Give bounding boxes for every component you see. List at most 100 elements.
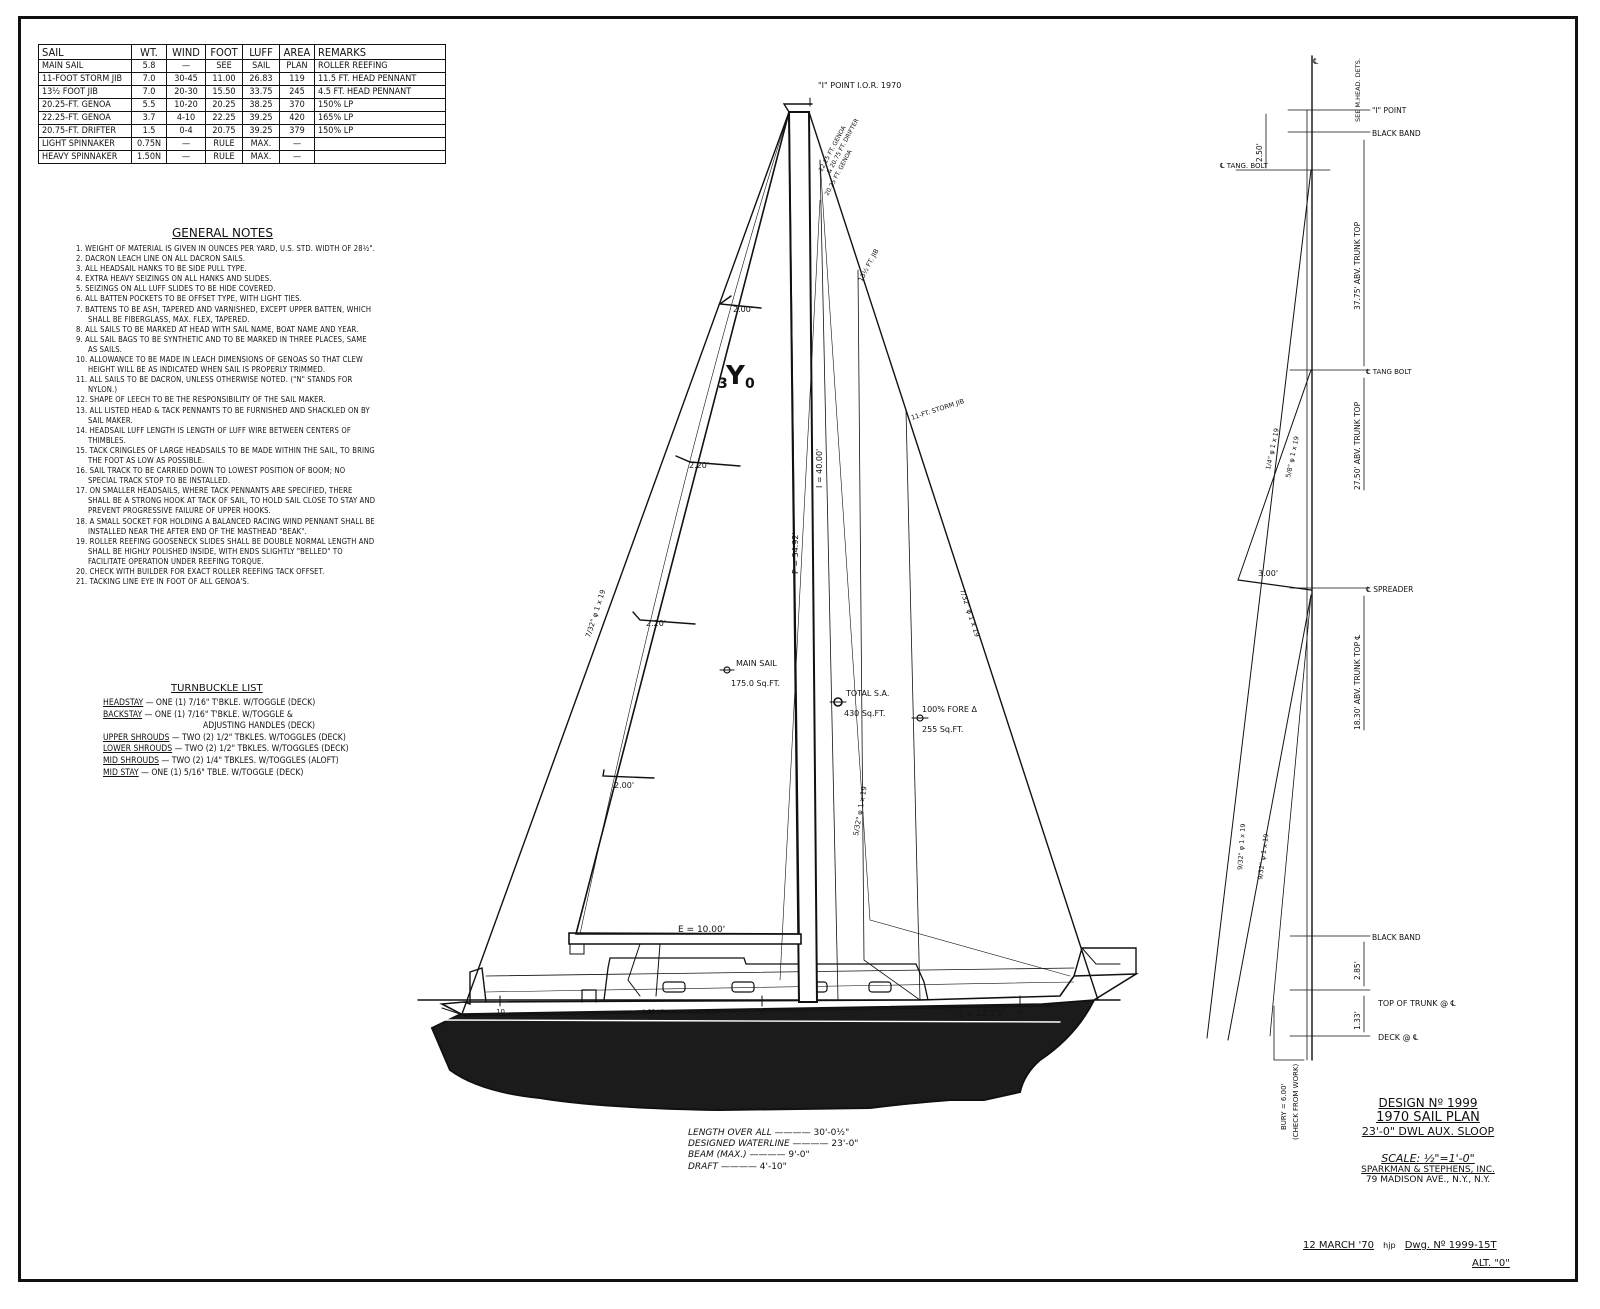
boom-end xyxy=(569,943,585,955)
detail-bury: BURY = 6.00' xyxy=(1280,1083,1288,1130)
drawing-date-line: 12 MARCH '70 hjp Dwg. Nº 1999-15T xyxy=(1303,1240,1497,1251)
portlight-2 xyxy=(731,981,755,993)
designer-address: 79 MADISON AVE., N.Y., N.Y. xyxy=(1365,1175,1491,1185)
detail-tang-bolt-top: ℄ TANG. BOLT xyxy=(1220,162,1268,170)
general-note-item: 18. A SMALL SOCKET FOR HOLDING A BALANCE… xyxy=(76,516,375,536)
general-note-item: 11. ALL SAILS TO BE DACRON, UNLESS OTHER… xyxy=(76,375,353,395)
spec-row: DESIGNED WATERLINE ———— 23'-0" xyxy=(688,1139,858,1150)
general-notes-list: 1. WEIGHT OF MATERIAL IS GIVEN IN OUNCES… xyxy=(76,244,376,587)
bury-bracket xyxy=(1273,1005,1305,1061)
lifeline xyxy=(485,967,1075,977)
turnbuckle-list: HEADSTAY — ONE (1) 7/16" T'BKLE. W/TOGGL… xyxy=(103,698,349,779)
general-note-item: 19. ROLLER REEFING GOOSENECK SLIDES SHAL… xyxy=(76,536,375,566)
spec-label: LENGTH OVER ALL xyxy=(688,1128,772,1138)
sail-table: SAIL WT. WIND FOOT LUFF AREA REMARKS MAI… xyxy=(38,44,446,164)
general-note-item: 16. SAIL TRACK TO BE CARRIED DOWN TO LOW… xyxy=(76,466,346,486)
general-note-item: 5. SEIZINGS ON ALL LUFF SLIDES TO BE HID… xyxy=(76,284,276,294)
storm-jib-label: 11-FT. STORM JIB xyxy=(910,397,965,422)
designer-firm: SPARKMAN & STEPHENS, INC. xyxy=(1361,1165,1495,1175)
turnbuckle-item: UPPER SHROUDS — TWO (2) 1/2" TBKLES. W/T… xyxy=(103,733,349,745)
general-note-item: 9. ALL SAIL BAGS TO BE SYNTHETIC AND TO … xyxy=(76,334,367,354)
spec-label: BEAM (MAX.) xyxy=(688,1150,747,1161)
station-5-label: 5 xyxy=(760,1008,764,1016)
batten-2-label: 2.20' xyxy=(689,461,709,470)
turnbuckle-key: BACKSTAY xyxy=(103,709,143,720)
total-sa-label: TOTAL S.A. xyxy=(845,689,889,698)
detail-spreader xyxy=(1237,579,1312,591)
batten-2 xyxy=(675,455,741,467)
drawing-scale: SCALE: ½"=1'-0" xyxy=(1381,1152,1475,1165)
pulpit-rail xyxy=(1081,947,1121,965)
batten-3 xyxy=(632,611,696,625)
sail-table-header: SAIL WT. WIND FOOT LUFF AREA REMARKS xyxy=(38,44,446,60)
turnbuckle-key: MID SHROUDS xyxy=(103,755,160,766)
j-measure-label: J = 12.75' xyxy=(959,1009,1004,1019)
design-number: DESIGN Nº 1999 xyxy=(1378,1096,1478,1110)
main-sheet xyxy=(627,943,641,997)
turnbuckle-key: MID STAY xyxy=(103,767,139,778)
main-leech-curve xyxy=(579,111,790,935)
principal-dimensions: LENGTH OVER ALL ———— 30'-0½"DESIGNED WAT… xyxy=(688,1128,858,1173)
fore-area: 255 Sq.FT. xyxy=(922,725,963,734)
general-notes-title: GENERAL NOTES xyxy=(172,226,273,240)
turnbuckle-desc: ADJUSTING HANDLES (DECK) xyxy=(203,721,316,732)
general-note-item: 2. DACRON LEACH LINE ON ALL DACRON SAILS… xyxy=(76,254,246,264)
station-2-label: 1.50 % LP xyxy=(690,1009,720,1016)
bow-pulpit xyxy=(1073,947,1137,977)
detail-lower-shroud-label: 5/8" φ 1 x 19 xyxy=(1284,435,1301,478)
spec-row: BEAM (MAX.) ———— 9'-0" xyxy=(688,1150,858,1161)
title-block: DESIGN Nº 1999 1970 SAIL PLAN 23'-0" DWL… xyxy=(1300,1096,1556,1185)
headstay-wire-label: 7/32" φ 1 x 19 xyxy=(958,588,981,638)
hull-topsides xyxy=(439,973,1139,1015)
drafter-initials: hjp xyxy=(1383,1241,1396,1250)
detail-mid-shroud xyxy=(1237,369,1312,581)
turnbuckle-list-title: TURNBUCKLE LIST xyxy=(171,683,263,694)
batten-4-label: 2.00' xyxy=(614,781,634,790)
stern-pulpit xyxy=(463,967,487,1005)
drawing-title: 1970 SAIL PLAN xyxy=(1376,1110,1480,1125)
turnbuckle-item: ADJUSTING HANDLES (DECK) xyxy=(103,721,349,733)
hull-bottom xyxy=(430,998,1096,1112)
turnbuckle-key: UPPER SHROUDS xyxy=(103,732,170,743)
detail-cl-label: ℄ xyxy=(1313,57,1319,66)
turnbuckle-key: LOWER SHROUDS xyxy=(103,744,173,755)
drawing-number: Dwg. Nº 1999-15T xyxy=(1404,1240,1497,1251)
general-note-item: 10. ALLOWANCE TO BE MADE IN LEACH DIMENS… xyxy=(76,355,363,375)
spec-leader: ———— xyxy=(746,1150,789,1161)
turnbuckle-desc: — TWO (2) 1/2" TBKLES. W/TOGGLES (DECK) xyxy=(172,744,349,755)
spec-row: LENGTH OVER ALL ———— 30'-0½" xyxy=(688,1128,858,1139)
detail-top-note: SEE M.HEAD. DETS. xyxy=(1354,58,1362,122)
fore-label: 100% FORE Δ xyxy=(922,705,977,714)
detail-lower-shroud-2 xyxy=(1269,594,1312,1037)
total-sa-area: 430 Sq.FT. xyxy=(844,709,885,718)
detail-spreader-label: ℄ SPREADER xyxy=(1366,585,1413,594)
general-note-item: 4. EXTRA HEAVY SEIZINGS ON ALL HANKS AND… xyxy=(76,274,272,284)
class-insignia: Y xyxy=(725,361,746,391)
general-note-item: 13. ALL LISTED HEAD & TACK PENNANTS TO B… xyxy=(76,405,370,425)
general-note-item: 21. TACKING LINE EYE IN FOOT OF ALL GENO… xyxy=(76,577,250,587)
sheet-border xyxy=(18,16,1578,1282)
detail-dim-3775: 37.75' ABV. TRUNK TOP xyxy=(1353,221,1362,310)
batten-4 xyxy=(602,769,655,779)
jib-leech xyxy=(857,269,921,1001)
spec-leader: ———— xyxy=(771,1128,814,1138)
general-note-item: 7. BATTENS TO BE ASH, TAPERED AND VARNIS… xyxy=(76,304,372,324)
detail-dim-2750: 27.50' ABV. TRUNK TOP xyxy=(1353,401,1362,490)
turnbuckle-desc: — ONE (1) 5/16" TBLE. W/TOGGLE (DECK) xyxy=(138,767,304,778)
general-note-item: 6. ALL BATTEN POCKETS TO BE OFFSET TYPE,… xyxy=(76,294,302,304)
spec-value: 4'-10" xyxy=(759,1161,787,1172)
detail-deck: DECK @ ℄ xyxy=(1378,1033,1419,1042)
drawing-alt: ALT. "0" xyxy=(1472,1258,1510,1269)
station-0-label: 0 xyxy=(1018,1008,1022,1016)
detail-bury-note: (CHECK FROM WORK) xyxy=(1292,1063,1300,1140)
backstay-wire-label: 7/32" φ 1 x 19 xyxy=(584,589,607,639)
detail-dim-250: 2.50' xyxy=(1255,143,1264,162)
